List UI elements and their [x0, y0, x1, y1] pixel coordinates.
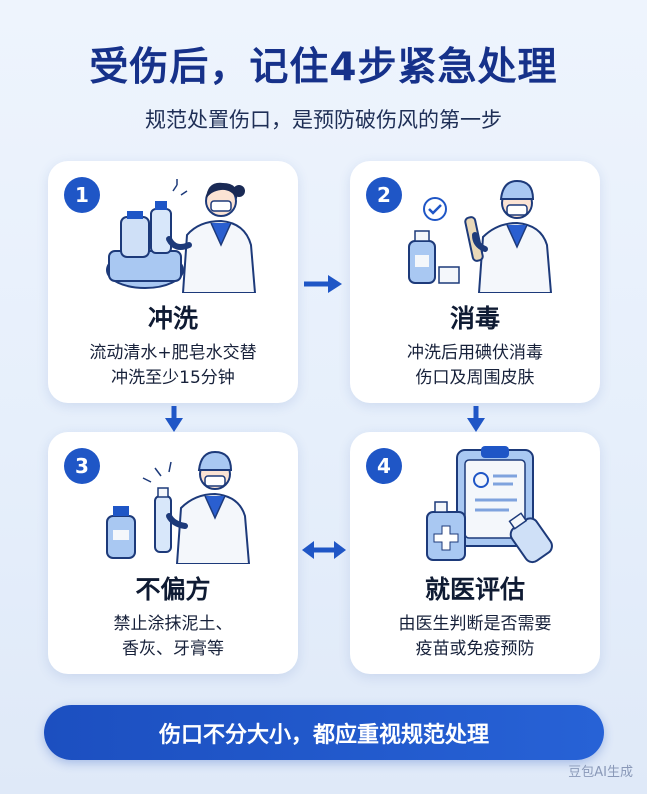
- step-title: 冲洗: [147, 304, 198, 333]
- arrow-left-right-icon: [302, 541, 346, 559]
- step-card-1: 1 冲洗 流动清水+肥皂水交替 冲洗至少15分钟: [48, 161, 298, 403]
- step-description-line: 由医生判断是否需要: [398, 614, 552, 634]
- disinfect-illustration: [408, 179, 553, 293]
- step-title: 不偏方: [135, 575, 211, 604]
- step-description-line: 香灰、牙膏等: [122, 639, 224, 659]
- step-number-badge: 2: [366, 177, 402, 213]
- step-description-line: 疫苗或免疫预防: [415, 639, 535, 659]
- arrow-down-icon: [467, 406, 485, 432]
- arrow-down-icon: [165, 406, 183, 432]
- step-description: 流动清水+肥皂水交替 冲洗至少15分钟: [58, 341, 288, 391]
- watermark: 豆包AI生成: [568, 765, 633, 780]
- step-description-line: 禁止涂抹泥土、: [113, 614, 233, 634]
- no-folk-remedy-illustration: [106, 450, 251, 564]
- step-card-3: 3 不偏方 禁止涂抹泥土、 香灰、牙膏等: [48, 432, 298, 674]
- washing-illustration: [106, 179, 257, 293]
- step-description-line: 伤口及周围皮肤: [415, 368, 535, 388]
- step-number-badge: 1: [64, 177, 100, 213]
- step-card-2: 2 消毒 冲洗后用碘伏消毒 伤口及周围皮肤: [350, 161, 600, 403]
- step-description: 冲洗后用碘伏消毒 伤口及周围皮肤: [360, 341, 590, 391]
- page-subtitle: 规范处置伤口，是预防破伤风的第一步: [145, 108, 502, 132]
- step-title: 消毒: [449, 304, 500, 333]
- step-number-badge: 3: [64, 448, 100, 484]
- arrow-right-icon: [304, 275, 342, 293]
- step-description: 由医生判断是否需要 疫苗或免疫预防: [360, 612, 590, 662]
- step-card-4: 4 就医评估 由医生判断是否需要 疫苗或免疫预防: [350, 432, 600, 674]
- step-title: 就医评估: [424, 575, 525, 604]
- step-description-line: 冲洗至少15分钟: [111, 368, 235, 388]
- medical-evaluation-illustration: [426, 446, 553, 564]
- summary-banner: 伤口不分大小，都应重视规范处理: [44, 705, 604, 760]
- step-description-line: 冲洗后用碘伏消毒: [407, 343, 543, 363]
- page-title: 受伤后，记住4步紧急处理: [89, 45, 558, 90]
- step-description-line: 流动清水+肥皂水交替: [89, 343, 257, 363]
- step-description: 禁止涂抹泥土、 香灰、牙膏等: [58, 612, 288, 662]
- step-number-badge: 4: [366, 448, 402, 484]
